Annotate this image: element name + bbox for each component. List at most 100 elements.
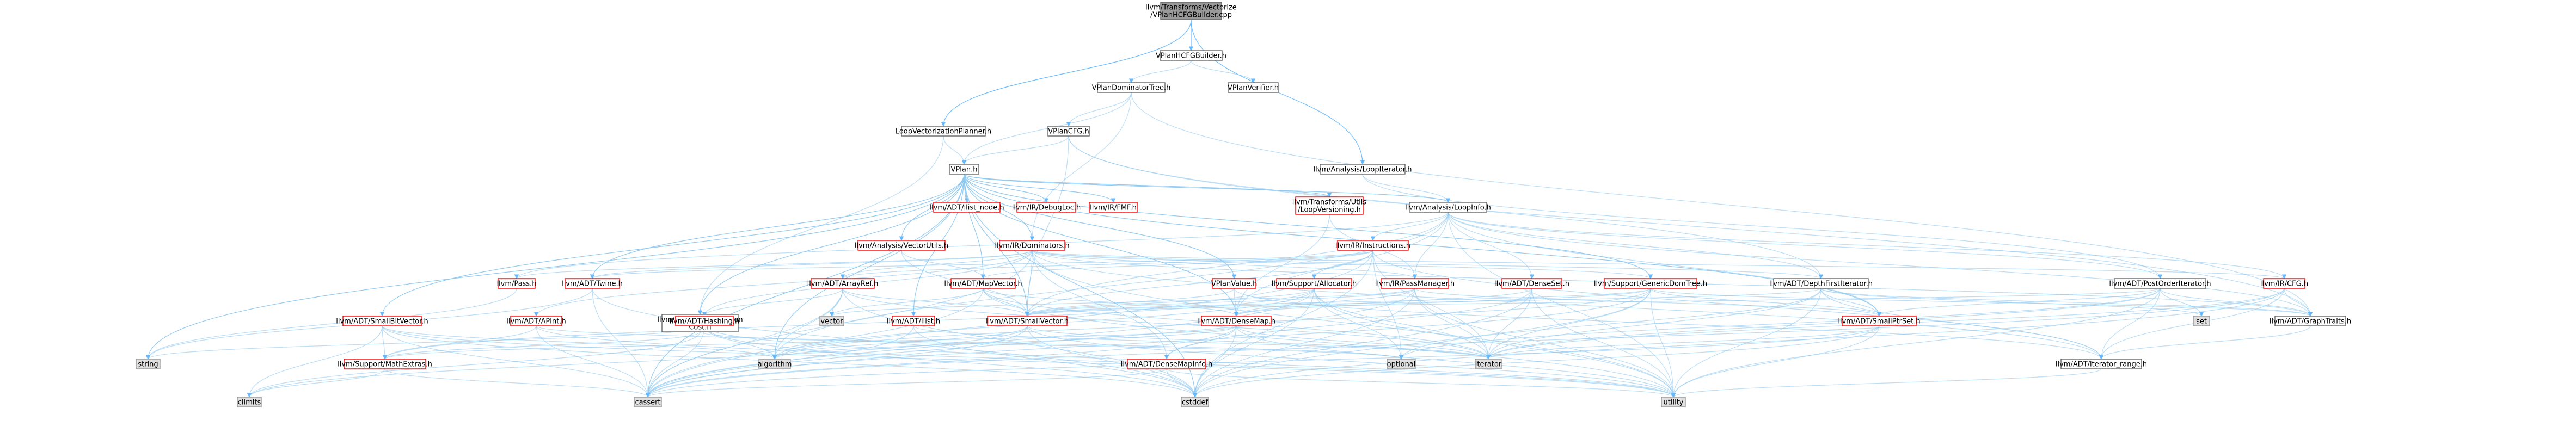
node-smallbitvector-h[interactable]: llvm/ADT/SmallBitVector.h [336, 316, 428, 326]
node-box [1089, 202, 1138, 213]
node-iterator-range-h[interactable]: llvm/ADT/iterator_range.h [2056, 359, 2147, 369]
node-label: climits [238, 399, 261, 407]
node-label: llvm/ADT/DenseMap.h [1197, 318, 1275, 326]
edge-smallbitvector_h-to-mathextras_h [382, 325, 388, 360]
node-box [1381, 278, 1449, 289]
edge-ilist_h-to-cstddef [913, 325, 1198, 398]
node-ilist-node-h[interactable]: llvm/ADT/ilist_node.h [929, 202, 1004, 213]
node-label: llvm/ADT/PostOrderIterator.h [2109, 280, 2211, 288]
node-fmf-h[interactable]: llvm/IR/FMF.h [1089, 202, 1138, 213]
node-box [1295, 196, 1364, 215]
node-ir-cfg-h[interactable]: llvm/IR/CFG.h [2260, 278, 2308, 289]
node-vplanhcfgbuilder-h[interactable]: VPlanHCFGBuilder.h [1156, 50, 1226, 61]
node-vplan-h[interactable]: VPlan.h [949, 164, 979, 175]
edge-loopinfo_h-to-smallvector_h [1025, 212, 1449, 317]
node-mapvector-h[interactable]: llvm/ADT/MapVector.h [944, 278, 1022, 289]
node-vectorutils-h[interactable]: llvm/Analysis/VectorUtils.h [855, 240, 948, 251]
edge-densemap_h-to-cstddef [1192, 325, 1237, 398]
node-loopversioning-h[interactable]: llvm/Transforms/Utils/LoopVersioning.h [1292, 196, 1367, 215]
node-loopiterator-h[interactable]: llvm/Analysis/LoopIterator.h [1314, 164, 1412, 175]
node-label: llvm/Pass.h [496, 280, 536, 288]
edge-depthfirstiterator_h-to-optional [1399, 288, 1821, 360]
node-box [1320, 164, 1406, 175]
node-box [2274, 316, 2346, 326]
node-smallvector-h[interactable]: llvm/ADT/SmallVector.h [986, 316, 1069, 326]
node-depthfirstiterator-h[interactable]: llvm/ADT/DepthFirstIterator.h [1769, 278, 1873, 289]
node-vplandominatortree-h[interactable]: VPlanDominatorTree.h [1092, 82, 1171, 93]
node-instructions-h[interactable]: llvm/IR/Instructions.h [1335, 240, 1410, 251]
node-box [892, 316, 935, 326]
node-dominators-h[interactable]: llvm/IR/Dominators.h [995, 240, 1070, 251]
node-box [1842, 316, 1917, 326]
node-label: /LoopVersioning.h [1298, 206, 1361, 214]
node-densemapinfo-h[interactable]: llvm/ADT/DenseMapInfo.h [1121, 359, 1212, 369]
node-vplanverifier-h[interactable]: VPlanVerifier.h [1228, 82, 1279, 93]
node-label: VPlanCFG.h [1048, 128, 1089, 136]
node-label: llvm/ADT/SmallVector.h [986, 318, 1069, 326]
node-loopvectorizationplanner-h[interactable]: LoopVectorizationPlanner.h [896, 126, 991, 137]
edge-dominators_h-to-smallvector_h [1025, 250, 1033, 317]
edge-densemapinfo_h-to-cassert [646, 368, 1167, 398]
node-box [2060, 359, 2142, 369]
node-genericdomtree-h[interactable]: llvm/Support/GenericDomTree.h [1594, 278, 1707, 289]
edge-apint_h-to-mathextras_h [382, 325, 537, 360]
node-label: llvm/ADT/DepthFirstIterator.h [1769, 280, 1873, 288]
edge-vplan_h-to-mapvector_h [964, 174, 986, 279]
node-densemap-h[interactable]: llvm/ADT/DenseMap.h [1197, 316, 1275, 326]
edge-apint_h-to-optional [536, 325, 1403, 360]
edge-arrayref_h-to-smallvector_h [842, 288, 1030, 317]
edge-dominators_h-to-pass_h [514, 250, 1033, 279]
node-box [237, 397, 262, 407]
edge-mathextras_h-to-cassert [384, 368, 651, 398]
node-box [1016, 202, 1076, 213]
edge-depthfirstiterator_h-to-set [1820, 288, 2204, 317]
node-graphtraits-h[interactable]: llvm/ADT/GraphTraits.h [2270, 316, 2351, 326]
node-label: llvm/IR/FMF.h [1090, 204, 1137, 212]
edge-passmanager_h-to-smallvector_h [1025, 288, 1415, 317]
node-label: llvm/IR/Dominators.h [995, 242, 1069, 250]
edge-smallbitvector_h-to-climits [247, 325, 383, 398]
edge-loopinfo_h-to-pass_h [514, 212, 1449, 279]
edge-smallptrset_h-to-utility [1671, 325, 1880, 398]
node-label: cassert [635, 399, 660, 407]
edge-vplan_h-to-loopinfo_h [964, 174, 1450, 203]
edge-loopinfo_h-to-postorderiterator_h [1448, 212, 2163, 279]
edge-postorderiterator_h-to-iterator [1486, 288, 2161, 360]
edge-instructions_h-to-arrayref_h [841, 250, 1373, 279]
edge-denseset_h-to-densemap_h [1234, 288, 1532, 317]
node-allocator-h[interactable]: llvm/Support/Allocator.h [1272, 278, 1357, 289]
node-mathextras-h[interactable]: llvm/Support/MathExtras.h [338, 359, 432, 369]
edge-loopiterator_h-to-postorderiterator_h [1362, 174, 2163, 279]
edge-vplan_h-to-loopversioning_h [964, 174, 1332, 197]
node-postorderiterator-h[interactable]: llvm/ADT/PostOrderIterator.h [2109, 278, 2211, 289]
node-label: llvm/ADT/GraphTraits.h [2270, 318, 2351, 326]
edge-dominators_h-to-apint_h [533, 250, 1033, 317]
node-box [999, 240, 1065, 251]
node-apint-h[interactable]: llvm/ADT/APInt.h [506, 316, 566, 326]
node-debugloc-h[interactable]: llvm/IR/DebugLoc.h [1012, 202, 1081, 213]
node-passmanager-h[interactable]: llvm/IR/PassManager.h [1375, 278, 1455, 289]
node-vplanvalue-h[interactable]: VPlanValue.h [1211, 278, 1258, 289]
edge-passmanager_h-to-vector [830, 288, 1415, 317]
edge-apint_h-to-utility [536, 325, 1676, 398]
node-label: llvm/ADT/APInt.h [506, 318, 566, 326]
edge-vplancfg_h-to-vplan_h [961, 135, 1069, 165]
node-label: llvm/Analysis/LoopIterator.h [1314, 166, 1412, 174]
node-hashing-h[interactable]: llvm/ADT/Hashing.h [670, 316, 739, 326]
node-box [344, 359, 426, 369]
node-arrayref-h[interactable]: llvm/ADT/ArrayRef.h [807, 278, 879, 289]
node-label: llvm/Analysis/LoopInfo.h [1405, 204, 1491, 212]
edge-vplancfg_h-to-graphtraits_h [1068, 135, 2313, 317]
edge-loopinfo_h-to-denseset_h [1448, 212, 1535, 279]
node-pass-h[interactable]: llvm/Pass.h [496, 278, 537, 289]
node-smallptrset-h[interactable]: llvm/ADT/SmallPtrSet.h [1838, 316, 1921, 326]
node-label: VPlan.h [951, 166, 978, 174]
node-twine-h[interactable]: llvm/ADT/Twine.h [562, 278, 623, 289]
edge-mapvector_h-to-cassert [645, 288, 984, 398]
node-loopinfo-h[interactable]: llvm/Analysis/LoopInfo.h [1405, 202, 1491, 213]
node-vplancfg-h[interactable]: VPlanCFG.h [1047, 126, 1090, 137]
node-ilist-h[interactable]: llvm/ADT/ilist.h [887, 316, 940, 326]
edge-vplan_h-to-densemap_h [964, 174, 1239, 317]
edge-dominators_h-to-genericdomtree_h [1032, 250, 1653, 279]
node-denseset-h[interactable]: llvm/ADT/DenseSet.h [1494, 278, 1569, 289]
